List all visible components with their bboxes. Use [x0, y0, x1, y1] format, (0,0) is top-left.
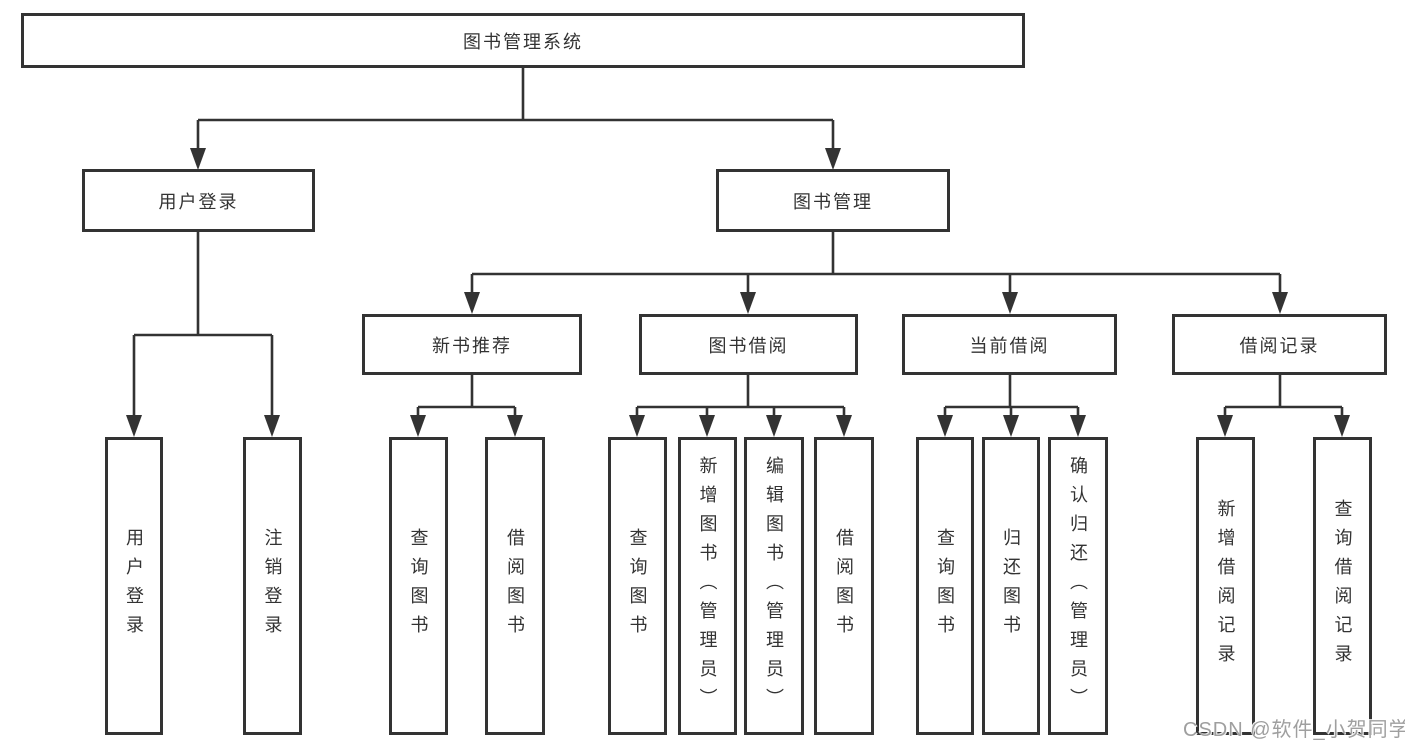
connector-records-to-leaves	[1223, 375, 1344, 418]
leaf-label: 查询图书	[627, 528, 648, 644]
csdn-watermark: CSDN @软件_小贺同学	[1183, 719, 1405, 741]
leaf-label: 归还图书	[1001, 528, 1021, 644]
leaf-label: 查询图书	[935, 528, 955, 644]
leaf-label: 新增图书（管理员）	[697, 455, 718, 717]
leaf-logout: 注销登录	[243, 437, 302, 735]
connector-userlogin-to-leaves	[132, 232, 274, 418]
leaf-newrec-query-books: 查询图书	[389, 437, 448, 735]
leaf-label: 用户登录	[124, 528, 144, 644]
leaf-label: 注销登录	[262, 528, 283, 644]
leaf-label: 借阅图书	[505, 528, 525, 644]
arrowheads	[126, 148, 1350, 437]
leaf-newrec-borrow-books: 借阅图书	[485, 437, 545, 735]
leaf-borrow-borrow-books: 借阅图书	[814, 437, 874, 735]
node-user-login: 用户登录	[82, 169, 315, 232]
node-borrowing-records: 借阅记录	[1172, 314, 1387, 375]
leaf-records-query-record: 查询借阅记录	[1313, 437, 1372, 735]
leaf-label: 确认归还（管理员）	[1068, 455, 1088, 717]
connector-bookmgmt-to-level3	[470, 232, 1282, 295]
connector-current-to-leaves	[943, 375, 1080, 418]
leaf-borrow-add-books-admin: 新增图书（管理员）	[678, 437, 737, 735]
node-root: 图书管理系统	[21, 13, 1025, 68]
leaf-current-query-books: 查询图书	[916, 437, 974, 735]
leaf-current-confirm-return-admin: 确认归还（管理员）	[1048, 437, 1108, 735]
leaf-label: 新增借阅记录	[1215, 499, 1236, 673]
leaf-label: 编辑图书（管理员）	[764, 455, 784, 717]
connector-newrec-to-leaves	[416, 375, 517, 418]
leaf-current-return-books: 归还图书	[982, 437, 1040, 735]
leaf-borrow-edit-books-admin: 编辑图书（管理员）	[744, 437, 804, 735]
leaf-label: 查询图书	[408, 528, 429, 644]
connector-borrow-to-leaves	[635, 375, 846, 418]
leaf-records-add-record: 新增借阅记录	[1196, 437, 1255, 735]
leaf-user-login: 用户登录	[105, 437, 163, 735]
leaf-label: 查询借阅记录	[1332, 499, 1353, 673]
node-book-management: 图书管理	[716, 169, 950, 232]
node-new-book-recommend: 新书推荐	[362, 314, 582, 375]
connector-root-to-level2	[196, 68, 835, 150]
node-book-borrowing: 图书借阅	[639, 314, 858, 375]
leaf-label: 借阅图书	[834, 528, 854, 644]
node-current-borrowing: 当前借阅	[902, 314, 1117, 375]
leaf-borrow-query-books: 查询图书	[608, 437, 667, 735]
